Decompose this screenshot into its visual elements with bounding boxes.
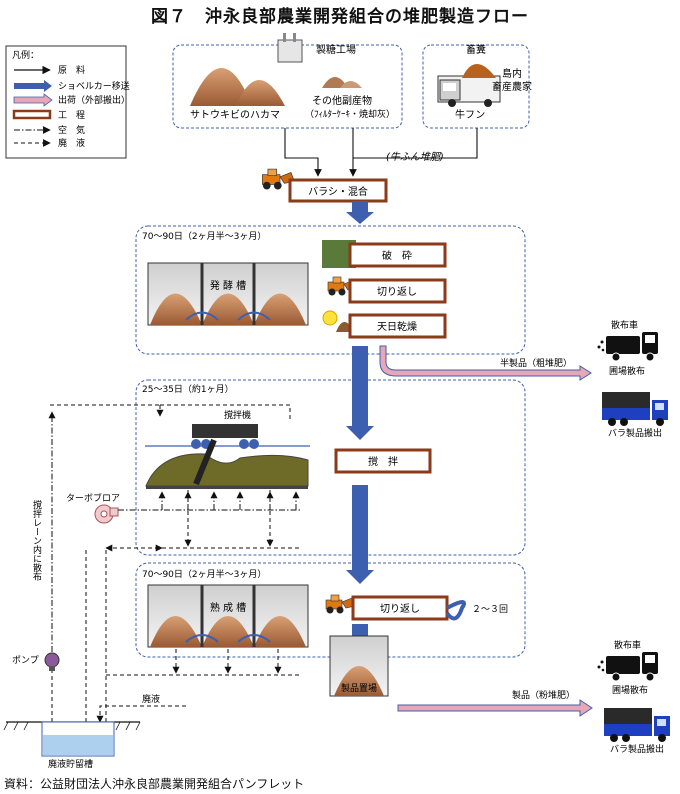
- mixing-process-box: [288, 178, 388, 203]
- stage1-group: [135, 225, 526, 355]
- farm-label-1: 島内: [502, 67, 522, 80]
- stirring-lane-illustration: [145, 424, 310, 489]
- product-label: 製品（粉堆肥）: [512, 689, 575, 701]
- farm-label-2: 畜産農家: [492, 80, 532, 93]
- legend: [5, 45, 127, 159]
- mixing-process-label: バラシ・混合: [308, 185, 368, 198]
- pump-icon: [44, 652, 60, 671]
- main-flow-arrow: [346, 201, 374, 651]
- turning-loader-icon-2: [325, 594, 356, 614]
- legend-label-waste-liquid: 廃 液: [58, 137, 85, 149]
- spreader-label-2: 散布車: [614, 639, 641, 651]
- fermentation-tank-illustration: [147, 262, 309, 326]
- stage3-group: [135, 562, 526, 658]
- turbo-blower-icon: [94, 504, 119, 524]
- dump-truck-icon-1: [602, 392, 668, 426]
- fermentation-tank-label: 発 酵 槽: [210, 279, 246, 292]
- spray-note-label: 撹拌レーン内に散布: [31, 499, 42, 582]
- crushing-process-box: [348, 242, 447, 268]
- waste-tank-illustration: [3, 721, 141, 757]
- turning-process-box-1: [348, 278, 447, 304]
- spreader-label-1: 散布車: [611, 319, 638, 331]
- product-shipping-arrow: [397, 699, 593, 717]
- repeat-count-label: ２～３回: [472, 604, 508, 615]
- cow-manure-compost-label: (牛ふん堆肥): [386, 151, 444, 163]
- stage2-duration: 25～35日（約1ヶ月）: [142, 383, 234, 395]
- maturation-tank-label: 熟 成 槽: [210, 601, 246, 614]
- legend-shovel-transfer-arrow-icon: [14, 80, 52, 92]
- bulk-shipping-label-2: バラ製品搬出: [610, 743, 664, 755]
- byproducts-label-1: その他副産物: [312, 94, 372, 107]
- legend-heading: 凡例：: [12, 49, 39, 61]
- spreader-truck-icon-1: [597, 331, 659, 362]
- semi-product-label: 半製品（粗堆肥）: [500, 357, 572, 369]
- product-storage-illustration: [329, 635, 389, 697]
- pump-label: ポンプ: [12, 655, 39, 666]
- legend-label-raw-material: 原 料: [58, 64, 85, 76]
- maturation-tank-illustration: [147, 584, 309, 648]
- bagasse-pile-icon: [190, 68, 285, 106]
- waste-liquid-label: 廃液: [142, 693, 160, 705]
- product-storage-label: 製品置場: [341, 682, 377, 694]
- legend-process-box-icon: [12, 109, 52, 120]
- legend-label-shipment: 出荷（外部搬出）: [58, 94, 130, 106]
- stage3-duration: 70～90日（2ヶ月半～3ヶ月）: [142, 568, 266, 580]
- livestock-truck-icon: [437, 64, 501, 107]
- bagasse-label: サトウキビのハカマ: [190, 109, 280, 121]
- sugar-factory-label: 製糖工場: [316, 43, 356, 56]
- turning-process-label-1: 切り返し: [377, 286, 417, 298]
- source-note: 資料：公益財団法人沖永良部農業開発組合パンフレット: [4, 777, 305, 791]
- cow-manure-label: 牛フン: [455, 108, 485, 121]
- byproducts-label-2: （ﾌｨﾙﾀｰｹｰｷ・焼却灰）: [305, 108, 395, 120]
- stirring-process-box: [334, 448, 432, 474]
- dump-truck-icon-2: [604, 708, 670, 742]
- field-spreading-label-2: 圃場散布: [612, 684, 648, 696]
- bulk-shipping-label-1: バラ製品搬出: [608, 427, 662, 439]
- factory-icon: [277, 33, 303, 63]
- figure-title: 図７ 沖永良部農業開発組合の堆肥製造フロー: [151, 7, 529, 27]
- livestock-group: [422, 44, 530, 129]
- crushing-process-label: 破 砕: [382, 249, 412, 262]
- legend-label-shovel-transfer: ショベルカー移送: [58, 80, 130, 92]
- legend-shipment-arrow-icon: [13, 93, 53, 107]
- stirring-process-label: 撹 拌: [368, 455, 398, 468]
- spreader-truck-icon-2: [597, 651, 659, 682]
- repeat-loop-icon: [445, 600, 466, 621]
- turbo-blower-label: ターボブロア: [66, 492, 120, 504]
- sun-drying-process-box: [348, 313, 447, 339]
- turning-process-label-2: 切り返し: [380, 603, 420, 615]
- legend-label-process: 工 程: [58, 110, 85, 121]
- legend-label-air: 空 気: [58, 124, 85, 136]
- livestock-label: 畜糞: [466, 43, 486, 56]
- semi-product-shipping-arrow: [379, 345, 592, 381]
- field-spreading-label-1: 圃場散布: [609, 365, 645, 377]
- stirrer-label: 撹拌機: [224, 409, 251, 421]
- stage1-duration: 70～90日（2ヶ月半～3ヶ月）: [142, 230, 266, 242]
- waste-tank-label: 廃液貯留槽: [48, 758, 93, 770]
- byproducts-pile-icon: [322, 77, 362, 88]
- stage2-group: [135, 379, 526, 556]
- sun-drying-process-label: 天日乾燥: [377, 320, 417, 333]
